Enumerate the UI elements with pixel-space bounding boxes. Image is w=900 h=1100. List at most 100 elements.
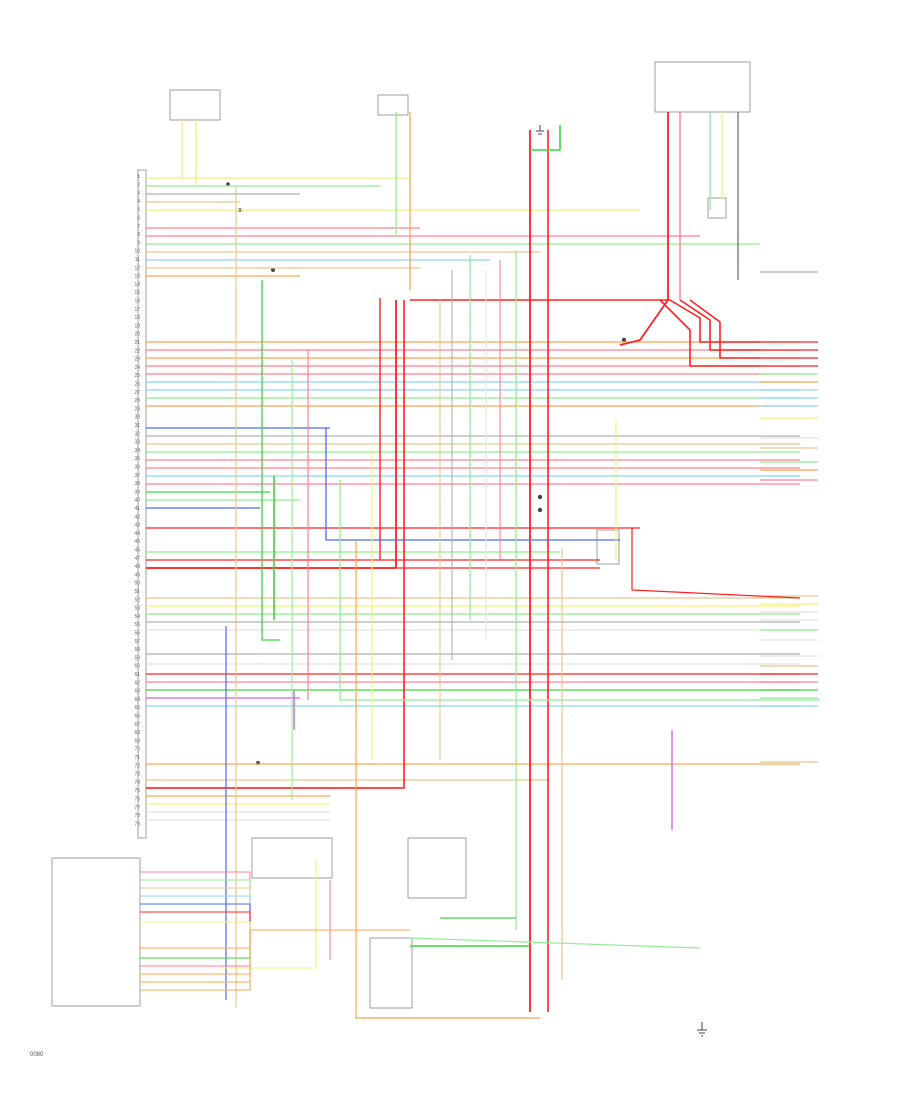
pcm-pin-number: 49 bbox=[134, 572, 140, 578]
pcm-pin-number: 53 bbox=[134, 606, 140, 612]
pcm-pin-number: 15 bbox=[134, 290, 140, 296]
ground-symbol bbox=[536, 125, 544, 135]
pcm-pin-number: 21 bbox=[134, 340, 140, 346]
pcm-pin-number: 27 bbox=[134, 390, 140, 396]
pcm-pin-number: 22 bbox=[134, 348, 140, 354]
relay-box-right-outline bbox=[707, 197, 727, 219]
pcm-pin-number: 48 bbox=[134, 564, 140, 570]
splice-dot bbox=[271, 268, 275, 272]
pcm-pin-number: 43 bbox=[134, 523, 140, 529]
pcm-pin-number: 1 bbox=[137, 174, 140, 180]
diagram-code: 0080 bbox=[30, 1052, 44, 1058]
pcm-pin-number: 25 bbox=[134, 373, 140, 379]
bottom-module-right-outline bbox=[407, 837, 467, 899]
fuse-box-mid-outline bbox=[377, 94, 409, 116]
pcm-pin-number: 32 bbox=[134, 431, 140, 437]
pcm-pin-number: 63 bbox=[134, 689, 140, 695]
component-outlines bbox=[51, 61, 751, 1009]
pcm-pin-number: 52 bbox=[134, 597, 140, 603]
pcm-pin-number: 38 bbox=[134, 481, 140, 487]
pcm-pin-number: 59 bbox=[134, 655, 140, 661]
pcm-pin-number: 74 bbox=[134, 780, 140, 786]
wire bbox=[146, 300, 405, 789]
pcm-pin-number: 41 bbox=[134, 506, 140, 512]
pcm-pin-number: 39 bbox=[134, 489, 140, 495]
pcm-pin-number: 72 bbox=[134, 763, 140, 769]
splice-dot bbox=[621, 337, 627, 343]
pcm-pin-number: 19 bbox=[134, 323, 140, 329]
pcm-pin-number: 24 bbox=[134, 365, 140, 371]
pcm-pin-number: 28 bbox=[134, 398, 140, 404]
pcm-pin-number: 33 bbox=[134, 440, 140, 446]
wire bbox=[409, 937, 701, 949]
pcm-pin-number: 4 bbox=[137, 199, 140, 205]
pcm-pin-number: 31 bbox=[134, 423, 140, 429]
wire bbox=[631, 528, 801, 599]
pcm-pin-number: 56 bbox=[134, 631, 140, 637]
wire-layer bbox=[140, 112, 820, 1019]
wire bbox=[140, 929, 410, 949]
pcm-pin-number: 46 bbox=[134, 548, 140, 554]
pcm-pin-number: 2 bbox=[137, 182, 140, 188]
pcm-pin-number: 11 bbox=[135, 257, 140, 263]
wire bbox=[659, 299, 760, 367]
wire bbox=[140, 921, 410, 931]
pin-number-layer: 1234567891011121314151617181920212223242… bbox=[134, 174, 140, 827]
pcm-pin-number: 71 bbox=[134, 755, 140, 761]
pcm-pin-number: 5 bbox=[137, 207, 140, 213]
splice-dot bbox=[226, 182, 230, 186]
pcm-pin-number: 47 bbox=[134, 556, 140, 562]
pcm-pin-number: 68 bbox=[134, 730, 140, 736]
ground-symbols bbox=[226, 125, 707, 1037]
pcm-pin-number: 69 bbox=[134, 738, 140, 744]
wire bbox=[140, 903, 410, 931]
pcm-pin-number: 67 bbox=[134, 722, 140, 728]
pcm-pin-number: 18 bbox=[134, 315, 140, 321]
pcm-pin-number: 79 bbox=[134, 821, 140, 827]
pcm-pin-number: 58 bbox=[134, 647, 140, 653]
pcm-pin-number: 17 bbox=[134, 307, 140, 313]
pcm-pin-number: 76 bbox=[134, 797, 140, 803]
wire bbox=[619, 112, 669, 346]
pcm-pin-number: 26 bbox=[134, 382, 140, 388]
pcm-pin-number: 9 bbox=[137, 240, 140, 246]
bottom-module-mid-outline bbox=[369, 937, 413, 1009]
splice-dot bbox=[537, 507, 543, 513]
pcm-pin-number: 42 bbox=[134, 514, 140, 520]
wire bbox=[140, 887, 410, 931]
wire bbox=[140, 929, 410, 975]
pcm-pin-number: 57 bbox=[134, 639, 140, 645]
pcm-pin-number: 13 bbox=[134, 274, 140, 280]
pcm-pin-number: 70 bbox=[134, 747, 140, 753]
ground-symbol bbox=[697, 1022, 707, 1037]
wire bbox=[355, 540, 540, 1019]
wire bbox=[669, 299, 760, 343]
pcm-pin-number: 14 bbox=[134, 282, 140, 288]
pcm-pin-number: 23 bbox=[134, 357, 140, 363]
sensor-box-mid-outline bbox=[596, 529, 620, 565]
pcm-pin-number: 55 bbox=[134, 622, 140, 628]
pcm-pin-number: 10 bbox=[134, 249, 140, 255]
pcm-connector-outline bbox=[137, 169, 147, 839]
wire bbox=[220, 860, 317, 969]
pcm-pin-number: 34 bbox=[134, 448, 140, 454]
pcm-pin-number: 6 bbox=[137, 216, 140, 222]
pcm-pin-number: 45 bbox=[134, 539, 140, 545]
pcm-pin-number: 44 bbox=[134, 531, 140, 537]
wire bbox=[325, 428, 620, 541]
pcm-pin-number: 3 bbox=[137, 191, 140, 197]
splice-dot bbox=[537, 494, 543, 500]
wire bbox=[339, 480, 820, 701]
pcm-pin-number: 60 bbox=[134, 664, 140, 670]
wire bbox=[689, 299, 760, 359]
pcm-pin-number: 54 bbox=[134, 614, 140, 620]
pcm-pin-number: 35 bbox=[134, 456, 140, 462]
wire bbox=[146, 300, 397, 569]
pcm-pin-number: 50 bbox=[134, 581, 140, 587]
pcm-pin-number: 16 bbox=[134, 299, 140, 305]
wire bbox=[140, 871, 410, 931]
pcm-pin-number: 75 bbox=[134, 788, 140, 794]
pcm-pin-number: 40 bbox=[134, 498, 140, 504]
wire bbox=[261, 280, 280, 641]
wire bbox=[140, 911, 410, 931]
